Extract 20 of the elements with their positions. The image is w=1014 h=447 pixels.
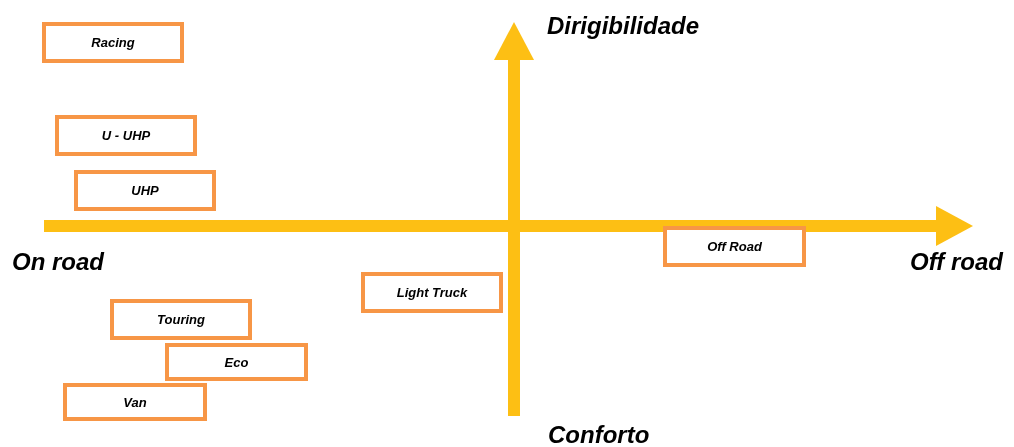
category-box (63, 383, 207, 421)
category-box (663, 226, 806, 267)
axis-label: Dirigibilidade (547, 14, 699, 38)
category-label: Eco (224, 354, 249, 370)
category-box (361, 272, 503, 313)
axis-label: On road (12, 250, 104, 274)
category-label: Van (123, 394, 147, 410)
category-box (165, 343, 308, 381)
category-label: Racing (91, 35, 135, 50)
category-box (74, 170, 216, 211)
category-label: Light Truck (396, 285, 468, 300)
category-label: U - UHP (101, 128, 151, 143)
category-box (110, 299, 252, 340)
category-label: Touring (157, 312, 205, 327)
category-label: UHP (131, 183, 159, 198)
category-box (55, 115, 197, 156)
category-box (42, 22, 184, 63)
category-label: Off Road (707, 239, 762, 254)
axis-label: Off road (910, 250, 1003, 274)
axis-label: Conforto (548, 423, 650, 447)
